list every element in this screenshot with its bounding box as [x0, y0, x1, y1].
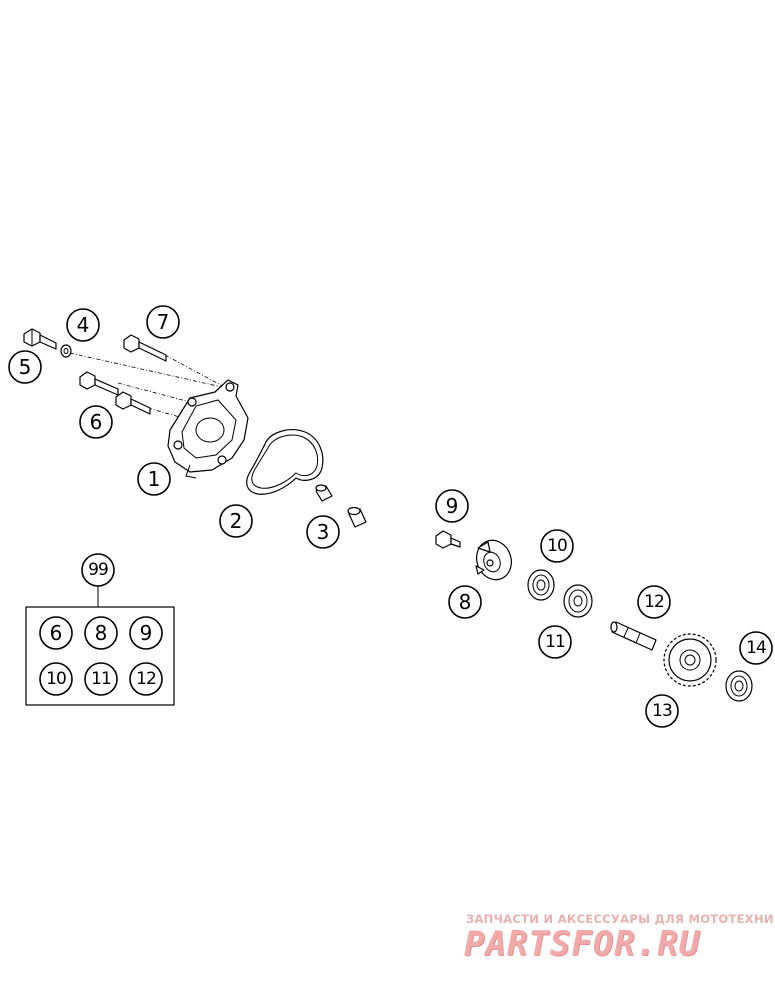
kit-item-12[interactable]: 12	[129, 662, 163, 696]
part-3-dowel-sleeve-b	[347, 506, 367, 528]
svg-text:2: 2	[230, 509, 243, 533]
part-3-dowel-sleeve-a	[315, 484, 333, 502]
callout-5[interactable]: 5	[8, 350, 42, 384]
part-2-gasket	[246, 429, 324, 495]
callout-14[interactable]: 14	[739, 631, 773, 665]
leader-line-bolt-7	[164, 354, 231, 391]
callout-99[interactable]: 99	[81, 553, 115, 587]
callout-10[interactable]: 10	[540, 529, 574, 563]
svg-text:12: 12	[644, 592, 664, 612]
callout-8[interactable]: 8	[448, 585, 482, 619]
callout-12[interactable]: 12	[637, 585, 671, 619]
svg-text:13: 13	[652, 701, 672, 721]
callout-13[interactable]: 13	[645, 694, 679, 728]
kit-item-9[interactable]: 9	[129, 616, 163, 650]
svg-text:8: 8	[95, 621, 108, 645]
svg-text:6: 6	[50, 621, 63, 645]
part-5-hex-bolt	[23, 328, 57, 350]
svg-text:12: 12	[136, 669, 156, 689]
part-6-bolt-upper	[79, 371, 119, 396]
svg-text:3: 3	[317, 520, 330, 544]
svg-text:10: 10	[547, 536, 567, 556]
callout-6[interactable]: 6	[79, 405, 113, 439]
svg-text:6: 6	[90, 410, 103, 434]
part-6-bolt-lower	[115, 391, 151, 415]
svg-text:7: 7	[157, 310, 170, 334]
kit-item-6[interactable]: 6	[39, 616, 73, 650]
svg-text:1: 1	[148, 467, 161, 491]
callout-2[interactable]: 2	[219, 504, 253, 538]
part-9-screw	[435, 530, 461, 549]
kit-box	[25, 606, 175, 706]
kit-item-8[interactable]: 8	[84, 616, 118, 650]
part-4-washer	[60, 344, 72, 358]
svg-text:9: 9	[140, 621, 153, 645]
svg-text:10: 10	[46, 669, 66, 689]
part-1-pump-cover	[167, 379, 249, 479]
watermark-tagline: ЗАПЧАСТИ И АКСЕССУАРЫ ДЛЯ МОТОТЕХНИКИ	[466, 912, 775, 926]
svg-text:11: 11	[91, 669, 111, 689]
svg-text:9: 9	[446, 494, 459, 518]
leader-line-bolt-5	[69, 352, 223, 388]
callout-7[interactable]: 7	[146, 305, 180, 339]
kit-item-10[interactable]: 10	[39, 662, 73, 696]
part-11-bearing	[563, 584, 593, 618]
part-8-impeller	[475, 539, 512, 581]
part-13-gear	[663, 633, 717, 687]
part-12-shaft	[610, 621, 657, 651]
part-10-bearing	[527, 569, 555, 601]
part-7-long-bolt	[123, 334, 167, 362]
svg-text:99: 99	[88, 560, 108, 580]
leader-line-bolt-6a	[117, 382, 191, 403]
callout-11[interactable]: 11	[538, 625, 572, 659]
watermark-logo: PARTSFOR.RU	[464, 924, 701, 964]
callout-1[interactable]: 1	[137, 462, 171, 496]
svg-text:14: 14	[746, 638, 766, 658]
callout-4[interactable]: 4	[66, 308, 100, 342]
callout-9[interactable]: 9	[435, 489, 469, 523]
svg-text:5: 5	[19, 355, 32, 379]
kit-item-11[interactable]: 11	[84, 662, 118, 696]
svg-text:11: 11	[545, 632, 565, 652]
svg-text:4: 4	[77, 313, 90, 337]
callout-3[interactable]: 3	[306, 515, 340, 549]
svg-text:8: 8	[459, 590, 472, 614]
part-14-bearing	[725, 670, 753, 702]
